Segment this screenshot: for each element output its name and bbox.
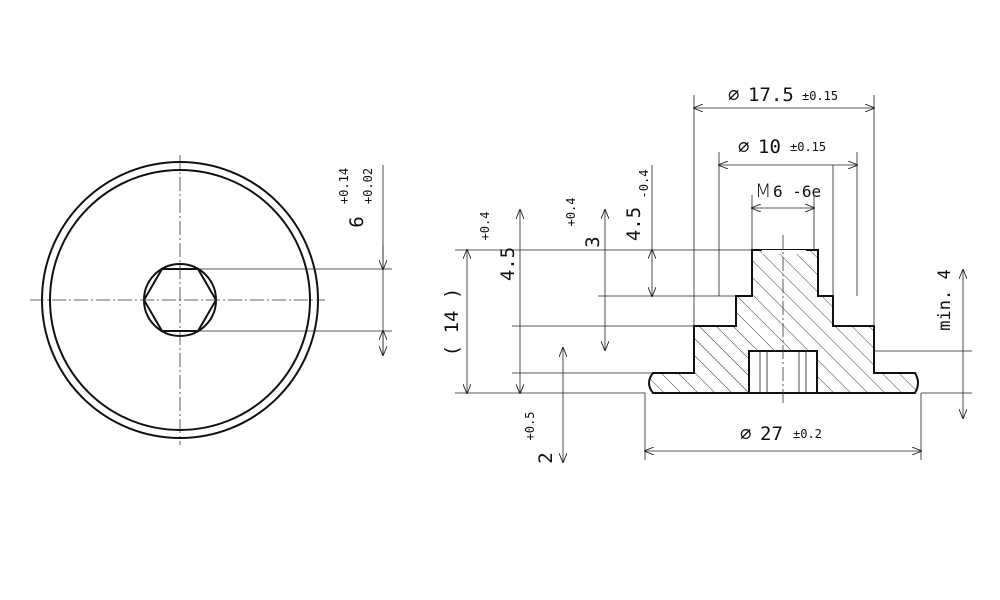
front-view: 6 +0.14 +0.02 bbox=[30, 155, 392, 445]
min-depth-value: min. 4 bbox=[935, 269, 955, 330]
dia-27-symbol: ∅ bbox=[740, 423, 751, 445]
dia-10-tol: ±0.15 bbox=[790, 140, 826, 154]
dia-27-value: 27 bbox=[760, 423, 783, 445]
flange-thickness-tol: +0.5 bbox=[523, 412, 537, 441]
step-upper-value: 4.5 bbox=[497, 247, 519, 281]
step-inner-value: 3 bbox=[582, 236, 604, 247]
hex-depth-upper-tol: +0.14 bbox=[337, 168, 351, 204]
thread-m: M bbox=[755, 180, 771, 202]
dia-10-value: 10 bbox=[758, 136, 781, 158]
flange-thickness-value: 2 bbox=[535, 452, 557, 463]
step-inner-tol: +0.4 bbox=[564, 198, 578, 227]
hex-depth-value: 6 bbox=[346, 216, 368, 227]
dia-17-5-tol: ±0.15 bbox=[802, 89, 838, 103]
section-view: ∅ 17.5 ±0.15 ∅ 10 ±0.15 M 6 -6e ∅ 27 ±0.… bbox=[441, 84, 972, 464]
step-upper-tol: +0.4 bbox=[478, 212, 492, 241]
dia-17-5-value: 17.5 bbox=[748, 84, 794, 106]
dia-27-tol: ±0.2 bbox=[793, 427, 822, 441]
step-top-tol: -0.4 bbox=[637, 170, 651, 199]
step-top-value: 4.5 bbox=[623, 207, 645, 241]
dia-10-symbol: ∅ bbox=[738, 136, 749, 158]
dia-17-5-symbol: ∅ bbox=[728, 84, 739, 106]
total-height-value: ( 14 ) bbox=[441, 288, 463, 357]
hex-depth-lower-tol: +0.02 bbox=[361, 168, 375, 204]
top-boss-clear bbox=[762, 250, 806, 254]
thread-spec: 6 -6e bbox=[773, 182, 821, 201]
